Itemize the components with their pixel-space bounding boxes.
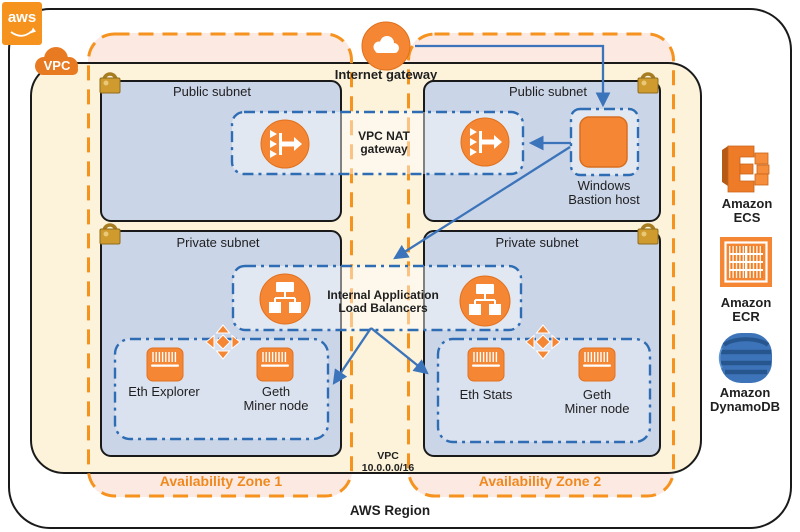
private-subnet-left-box [100, 230, 342, 457]
internet-gateway-label: Internet gateway [334, 67, 438, 82]
vpc-nat-gateway-label-line2: gateway [360, 142, 408, 156]
availability-zone-1-label: Availability Zone 1 [159, 473, 283, 489]
amazon-ecr-label-line2: ECR [732, 309, 760, 324]
geth-right-label-line2: Miner node [564, 401, 630, 416]
private-subnet-left-label: Private subnet [176, 235, 260, 250]
vpc-cidr-line1: VPC [377, 450, 399, 462]
eth-explorer-label: Eth Explorer [128, 384, 200, 399]
eth-stats-label: Eth Stats [459, 387, 513, 402]
aws-logo-label: aws [7, 9, 37, 26]
public-subnet-left-label: Public subnet [172, 84, 252, 99]
amazon-ecs-label-line1: Amazon [721, 196, 773, 211]
availability-zone-2-label: Availability Zone 2 [478, 473, 602, 489]
geth-right-label-line1: Geth [582, 387, 612, 402]
aws-region-label: AWS Region [349, 503, 431, 518]
public-subnet-left-box [100, 80, 342, 222]
amazon-dynamodb-label-line2: DynamoDB [709, 399, 781, 414]
vpc-nat-gateway-label-line1: VPC NAT [358, 129, 410, 143]
private-subnet-right-box [423, 230, 661, 457]
bastion-label-line1: Windows [577, 178, 631, 193]
alb-label-line2: Load Balancers [338, 301, 428, 315]
alb-label-line1: Internal Application [327, 288, 439, 302]
amazon-dynamodb-label-line1: Amazon [719, 385, 771, 400]
geth-left-label-line2: Miner node [243, 398, 309, 413]
vpc-badge-label: VPC [43, 58, 71, 73]
geth-left-label-line1: Geth [261, 384, 291, 399]
vpc-cidr-line2: 10.0.0.0/16 [361, 462, 415, 474]
private-subnet-right-label: Private subnet [495, 235, 579, 250]
amazon-ecr-label-line1: Amazon [720, 295, 772, 310]
public-subnet-right-label: Public subnet [508, 84, 588, 99]
amazon-ecs-label-line2: ECS [733, 210, 761, 225]
aws-logo [2, 2, 42, 45]
bastion-label-line2: Bastion host [568, 192, 640, 207]
